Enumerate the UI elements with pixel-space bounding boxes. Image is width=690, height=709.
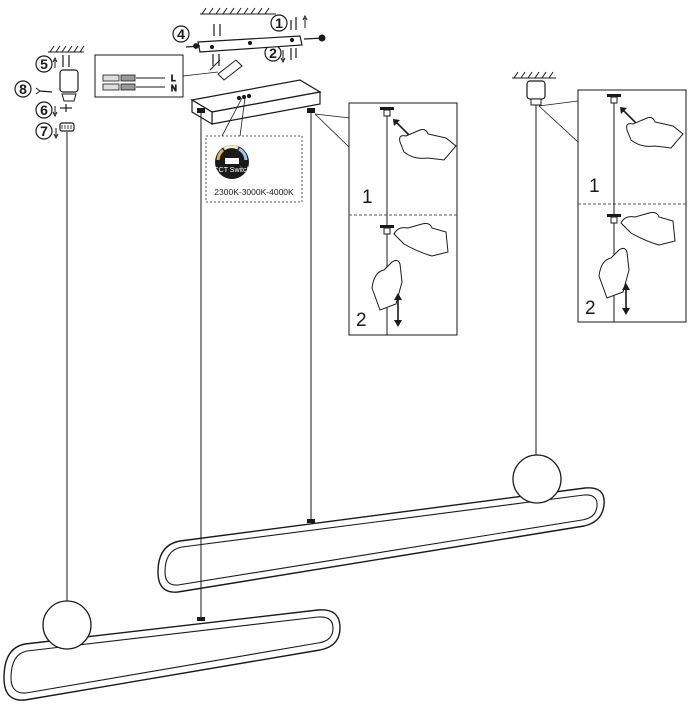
ring-luminaire-upper	[157, 454, 605, 593]
step-6-label: 6	[40, 102, 48, 118]
step-1-label: 1	[275, 15, 283, 31]
detail-panel-right: 1 2	[577, 89, 687, 323]
right-detail-step-2: 2	[585, 298, 596, 319]
step-6-marker: 6	[35, 101, 53, 119]
cct-switch-callout: CCT Switch 2300K-3000K-4000K	[205, 97, 303, 203]
ceiling-top	[200, 7, 276, 15]
wiring-terminal-box: L N	[94, 54, 219, 98]
step-7-label: 7	[40, 123, 48, 139]
left-detail-step-1: 1	[362, 187, 373, 208]
step-8-label: 8	[19, 81, 27, 97]
upper-globe	[512, 454, 562, 504]
step-1-marker: 1	[270, 14, 288, 32]
step-2-label: 2	[269, 45, 277, 61]
detail-panel-left: 1 2	[348, 102, 458, 336]
neutral-terminal-label: N	[171, 84, 177, 93]
left-detail-step-2: 2	[356, 310, 367, 331]
ceiling-left	[48, 45, 85, 53]
terminal-block	[209, 59, 243, 81]
step-5-label: 5	[40, 56, 48, 72]
right-detail-step-1: 1	[589, 176, 600, 197]
step-5-marker: 5	[35, 55, 53, 73]
step-4-marker: 4	[172, 25, 190, 43]
center-canopy	[190, 79, 322, 126]
cct-switch-badge: CCT Switch	[214, 167, 251, 174]
rotation-arrows	[52, 14, 308, 140]
mounting-bracket	[185, 17, 326, 66]
right-canopy	[526, 80, 546, 106]
left-canopy-assembly	[35, 55, 79, 132]
step-4-label: 4	[177, 26, 185, 42]
lower-globe	[42, 600, 92, 650]
live-terminal-label: L	[171, 74, 176, 83]
step-8-marker: 8	[14, 80, 32, 98]
ceiling-right	[512, 71, 556, 79]
step-7-marker: 7	[35, 122, 53, 140]
cct-range-label: 2300K-3000K-4000K	[214, 187, 294, 197]
ring-luminaire-lower	[3, 600, 341, 701]
